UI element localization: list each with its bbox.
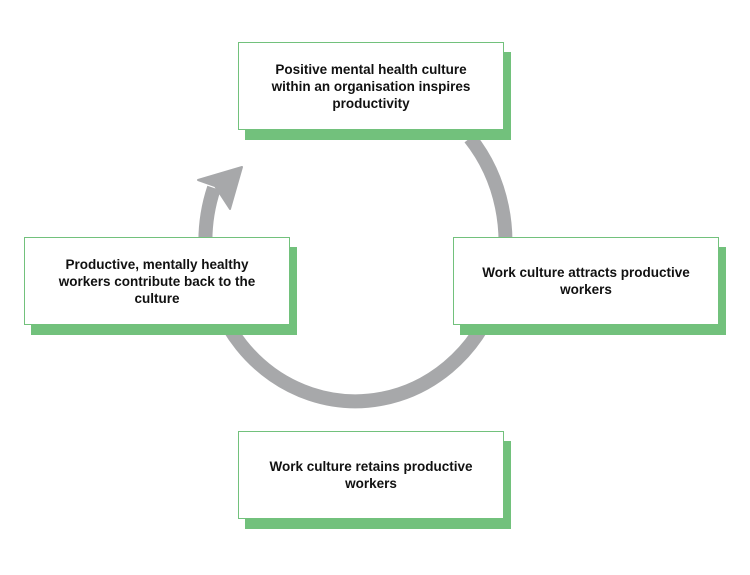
step-label-positive-culture: Positive mental health culture within an… [271, 61, 471, 111]
cycle-step-right: Work culture attracts productive workers [453, 237, 726, 335]
cycle-step-bottom: Work culture retains productive workers [238, 431, 511, 529]
step-label-attracts: Work culture attracts productive workers [482, 265, 690, 297]
step-label-contribute-back: Productive, mentally healthy workers con… [58, 256, 256, 306]
step-label-retains: Work culture retains productive workers [269, 459, 473, 491]
box-frame: Productive, mentally healthy workers con… [24, 237, 290, 325]
box-frame: Work culture attracts productive workers [453, 237, 719, 325]
cycle-step-top: Positive mental health culture within an… [238, 42, 511, 140]
box-frame: Work culture retains productive workers [238, 431, 504, 519]
box-frame: Positive mental health culture within an… [238, 42, 504, 130]
cycle-step-left: Productive, mentally healthy workers con… [24, 237, 297, 335]
arrow-head-icon [197, 166, 243, 210]
